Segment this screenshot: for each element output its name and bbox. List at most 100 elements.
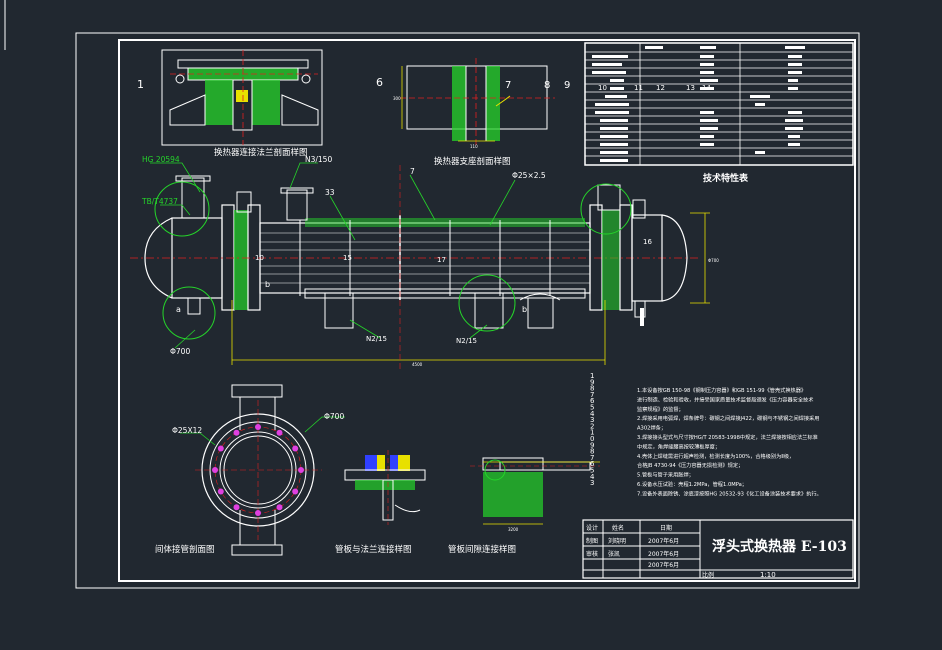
bolt-hole bbox=[233, 504, 240, 511]
flange-section-caption: 换热器连接法兰剖面样图 bbox=[214, 147, 308, 158]
callout-digit: 8 bbox=[590, 385, 594, 393]
note-line: 6.设备水压试验：壳程1.2MPa，管程1.0MPa； bbox=[637, 480, 747, 488]
bolt-hole bbox=[217, 445, 224, 452]
callout-digit: 9 bbox=[590, 378, 594, 386]
label-tb: TB/T4737 bbox=[141, 197, 178, 206]
tb-date2: 2007年6月 bbox=[648, 550, 679, 558]
callout-digit: 1 bbox=[590, 372, 594, 380]
tech-row-num: 13 bbox=[686, 84, 695, 92]
note-line: 4.壳体上焊缝需进行超声检测，检测长度为100%，合格级别为Ⅱ级， bbox=[637, 452, 794, 460]
support-num-9: 9 bbox=[564, 80, 570, 91]
tb-date-label: 日期 bbox=[660, 524, 672, 532]
tb-scale-label: 比例 bbox=[702, 571, 714, 579]
tech-spec-table bbox=[584, 42, 854, 166]
tubesheet-flange-view bbox=[344, 450, 426, 525]
tb-design-label: 设计 bbox=[586, 524, 598, 532]
tube-joint-caption: 管板间隙连接样图 bbox=[448, 544, 516, 555]
bolt-hole bbox=[276, 429, 283, 436]
callout-digit: 3 bbox=[590, 416, 594, 424]
note-line: 中规定，角焊缝腰高按较薄板厚度； bbox=[637, 442, 720, 450]
note-line: 合格JB 4730-94《压力容器无损检测》规定； bbox=[637, 461, 743, 469]
callout-digit: 4 bbox=[590, 410, 595, 418]
tb-draw-label: 制图 bbox=[586, 537, 598, 545]
label-n2-a: N2/15 bbox=[366, 335, 387, 343]
note-line: 1.本设备按GB 150-98《钢制压力容器》和GB 151-99《管壳式换热器… bbox=[637, 386, 806, 394]
bolt-hole bbox=[255, 510, 261, 516]
note-line: 3.焊接接头型式与尺寸按HG/T 20583-1998中规定，法兰焊接按相应法兰… bbox=[637, 433, 818, 441]
tech-spec-table-cells bbox=[592, 46, 805, 162]
tube-dim: 3200 bbox=[508, 527, 519, 532]
label-15: 15 bbox=[343, 254, 352, 262]
callout-digit: 5 bbox=[590, 467, 594, 475]
tb-drafter: 张凯 bbox=[608, 550, 620, 558]
callout-digit: 2 bbox=[590, 422, 594, 430]
bolt-hole bbox=[255, 424, 261, 430]
bolt-hole bbox=[276, 504, 283, 511]
callout-digit: 9 bbox=[590, 441, 594, 449]
tech-row-num: 11 bbox=[634, 84, 643, 92]
flange-section-view bbox=[161, 49, 323, 146]
label-hg: HG 20594 bbox=[142, 155, 180, 164]
tech-row-num: 10 bbox=[598, 84, 607, 92]
tech-row-num: 12 bbox=[656, 84, 665, 92]
label-n3: N3/150 bbox=[305, 155, 332, 164]
label-phi700-left: Φ700 bbox=[170, 347, 190, 356]
label-phi25x12: Φ25X12 bbox=[172, 426, 202, 435]
note-line: 监察规程》的监督； bbox=[637, 405, 684, 413]
support-num-6: 6 bbox=[376, 76, 383, 89]
tb-date3: 2007年6月 bbox=[648, 561, 679, 569]
tech-table-row-nums: 10 11 12 13 14 bbox=[598, 84, 711, 92]
bolt-hole bbox=[298, 467, 304, 473]
label-phi700-right: Φ700 bbox=[324, 412, 344, 421]
label-a-left: a bbox=[176, 305, 181, 314]
bolt-hole bbox=[212, 467, 218, 473]
label-b-right: b bbox=[522, 305, 527, 314]
shell-nozzle-view bbox=[180, 384, 345, 556]
notes-block: 1.本设备按GB 150-98《钢制压力容器》和GB 151-99《管壳式换热器… bbox=[637, 386, 822, 497]
flange-num-1: 1 bbox=[137, 78, 144, 91]
bolt-holes bbox=[212, 424, 304, 516]
main-exchanger-view bbox=[130, 162, 710, 370]
callout-digit: 7 bbox=[590, 391, 594, 399]
shell-nozzle-caption: 间体接管剖面图 bbox=[155, 544, 215, 555]
callout-digit: 0 bbox=[590, 435, 594, 443]
label-7: 7 bbox=[410, 167, 415, 176]
dim-right: Φ700 bbox=[708, 258, 719, 263]
bolt-hole bbox=[292, 445, 299, 452]
callout-digit: 6 bbox=[590, 397, 595, 405]
callout-digit: 7 bbox=[590, 454, 594, 462]
tb-name-label: 姓名 bbox=[612, 524, 624, 532]
callout-digit: 3 bbox=[590, 479, 594, 487]
label-16: 16 bbox=[643, 238, 652, 246]
callout-digit: 5 bbox=[590, 404, 594, 412]
note-line: A302焊条； bbox=[637, 424, 666, 432]
sheet-inner-border bbox=[118, 39, 856, 582]
label-tube-spec: Φ25×2.5 bbox=[512, 171, 546, 180]
support-dim-w: 110 bbox=[470, 144, 478, 149]
tb-scale: 1:10 bbox=[760, 571, 776, 579]
bolt-hole bbox=[217, 488, 224, 495]
callout-digit: 6 bbox=[590, 460, 595, 468]
label-33: 33 bbox=[325, 188, 335, 197]
note-line: 2.焊接采用电弧焊，焊条牌号：碳钢之间焊接J422，碳钢与不锈钢之间焊接采用 bbox=[637, 414, 819, 422]
sheet-outer-border bbox=[75, 32, 860, 589]
tb-designer: 刘晓明 bbox=[608, 537, 626, 545]
callout-digit: 4 bbox=[590, 473, 595, 481]
note-line: 进行制造、检验和验收，并接受国家质量技术监督局颁发《压力容器安全技术 bbox=[637, 395, 813, 403]
label-10: 10 bbox=[255, 254, 264, 262]
tubesheet-flange-caption: 管板与法兰连接样图 bbox=[335, 544, 412, 555]
support-num-7: 7 bbox=[505, 80, 511, 91]
label-b-left: b bbox=[265, 280, 270, 289]
bolt-hole bbox=[233, 429, 240, 436]
support-section-view bbox=[400, 58, 555, 145]
tech-table-caption: 技术特性表 bbox=[703, 172, 749, 184]
note-line: 5.管板与管子采用胀焊； bbox=[637, 471, 694, 479]
tb-check-label: 审核 bbox=[586, 550, 598, 558]
callout-digit: 1 bbox=[590, 429, 594, 437]
support-num-8: 8 bbox=[544, 80, 550, 91]
tech-row-num: 14 bbox=[702, 84, 711, 92]
bolt-hole bbox=[292, 488, 299, 495]
tube-joint-view bbox=[470, 457, 600, 525]
